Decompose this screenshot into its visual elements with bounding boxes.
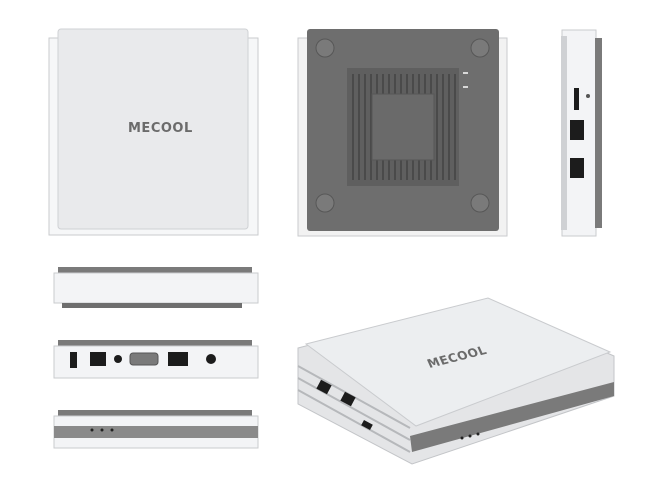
front-view: [48, 265, 260, 311]
rear-ports-drawing: [53, 340, 259, 379]
top-view-drawing: [48, 28, 259, 236]
bottom-vent-drawing: [297, 29, 508, 237]
rear-view: [48, 338, 260, 384]
top-logo: MECOOL: [128, 121, 193, 136]
bottom-view: [297, 28, 508, 238]
side-usb-drawing: [561, 29, 602, 237]
top-view: MECOOL: [48, 28, 260, 237]
3d-drawing: [297, 297, 615, 465]
perspective-view: MECOOL: [292, 296, 622, 480]
front-led-drawing: [53, 410, 259, 449]
front-drawing: [53, 267, 259, 308]
side-view: [558, 28, 604, 238]
front-led-view: [48, 408, 260, 454]
